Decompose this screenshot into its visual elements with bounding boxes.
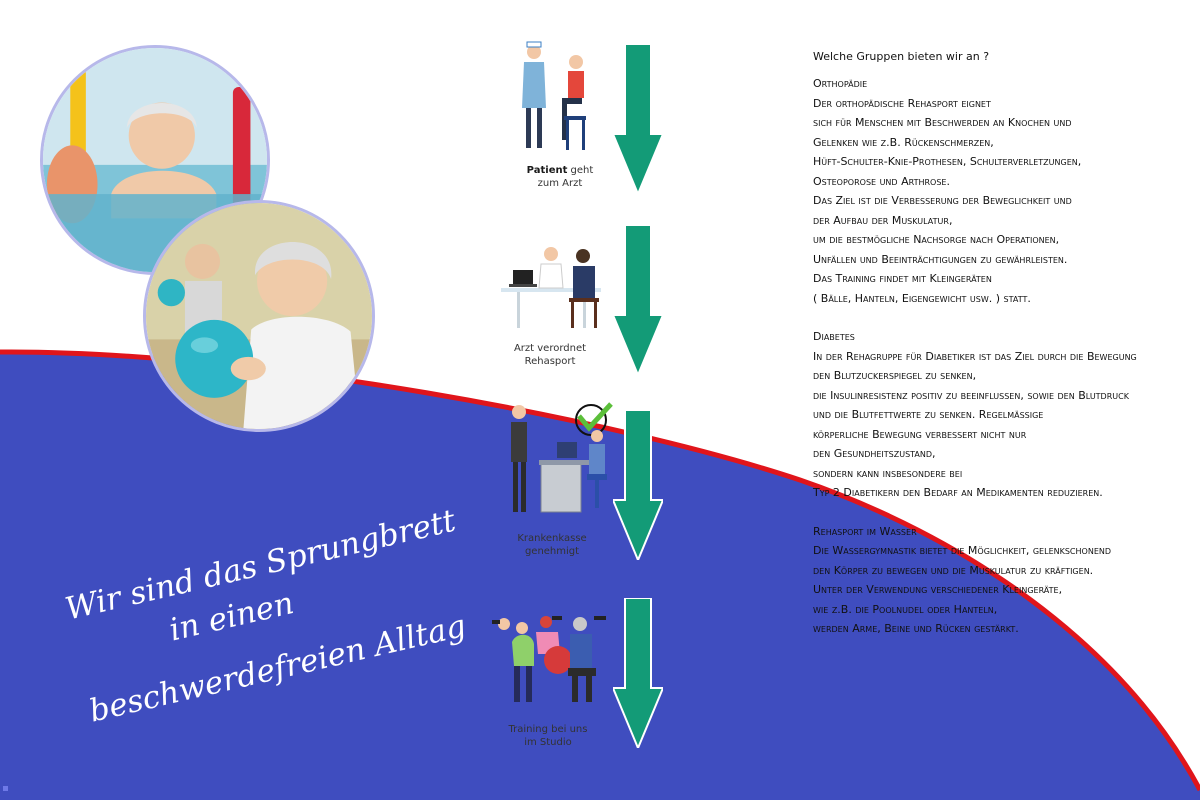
corner-marker: [3, 786, 8, 791]
step-caption-line2: im Studio: [524, 737, 572, 748]
section-line: In der Rehagruppe für Diabetiker ist das…: [813, 349, 1137, 363]
ball-training-illustration: [146, 203, 372, 429]
doctor-patient-icon: [522, 41, 586, 150]
groups-heading: Welche Gruppen bieten wir an ?: [813, 50, 990, 63]
section-line: sondern kann insbesondere bei: [813, 466, 963, 480]
step-caption-text: Training bei uns: [508, 724, 588, 735]
section-line: Osteoporose und Arthrose.: [813, 174, 950, 188]
section-line: Der orthopädische Rehasport eignet: [813, 96, 991, 110]
section-line: werden Arme, Beine und Rücken gestärkt.: [813, 622, 1019, 635]
section-orthopaedie: Orthopädie Der orthopädische Rehasport e…: [813, 74, 1193, 308]
section-line: körperliche Bewegung verbessert nicht nu…: [813, 427, 1027, 441]
step-caption-line2: genehmigt: [524, 546, 580, 557]
blue-wave: [0, 351, 1200, 800]
section-line: Die Wassergymnastik bietet die Möglichke…: [813, 544, 1112, 557]
section-line: und die Blutfettwerte zu senken. Regelmä…: [813, 408, 1044, 421]
down-arrow-icon: [613, 598, 663, 748]
step-caption-text: Krankenkasse: [517, 533, 587, 544]
section-line: Unfällen und Beeinträchtigungen zu gewäh…: [813, 252, 1068, 266]
step-caption-training: Training bei uns im Studio: [493, 723, 603, 749]
step-caption-line2: zum Arzt: [537, 178, 583, 189]
section-line: ( Bälle, Hanteln, Eigengewicht usw. ) st…: [813, 291, 1031, 305]
section-line: Gelenken wie z.B. Rückenschmerzen,: [813, 135, 994, 149]
photo-aqua-fitness: [40, 45, 270, 275]
groups-info: Welche Gruppen bieten wir an ? Orthopädi…: [813, 50, 1193, 658]
section-title: Orthopädie: [813, 77, 868, 90]
photo-ball-training: [143, 200, 375, 432]
section-title: Rehasport im Wasser: [813, 524, 917, 538]
section-line: Das Ziel ist die Verbesserung der Bewegl…: [813, 194, 1072, 207]
doctor-desk-icon: [501, 247, 601, 328]
step-caption-text: Arzt verordnet: [513, 343, 587, 354]
section-line: Hüft-Schulter-Knie-Prothesen, Schulterve…: [813, 155, 1082, 168]
section-line: sich für Menschen mit Beschwerden an Kno…: [813, 116, 1072, 129]
step-caption-patient: Patient geht zum Arzt: [505, 164, 615, 190]
down-arrow-icon: [613, 44, 663, 194]
step-caption-doctor: Arzt verordnet Rehasport: [495, 342, 605, 368]
step-caption-line2: Rehasport: [524, 356, 576, 367]
section-line: die Insulinresistenz positiv zu beeinflu…: [813, 388, 1129, 402]
step-caption-text: geht: [567, 165, 594, 176]
step-caption-insurance: Krankenkasse genehmigt: [497, 532, 607, 558]
step-caption-bold: Patient: [526, 165, 568, 176]
group-training-icon: [492, 616, 606, 702]
section-title: Diabetes: [813, 330, 855, 343]
section-line: Typ 2 Diabetikern den Bedarf an Medikame…: [813, 486, 1103, 499]
section-line: Unter der Verwendung verschiedener Klein…: [813, 583, 1063, 596]
section-line: den Gesundheitszustand,: [813, 447, 936, 460]
section-diabetes: Diabetes In der Rehagruppe für Diabetike…: [813, 327, 1193, 503]
section-wasser: Rehasport im Wasser Die Wassergymnastik …: [813, 522, 1193, 639]
section-line: Das Training findet mit Kleingeräten: [813, 272, 992, 285]
down-arrow-icon: [613, 410, 663, 560]
section-line: der Aufbau der Muskulatur,: [813, 213, 953, 227]
section-line: um die bestmögliche Nachsorge nach Opera…: [813, 233, 1060, 246]
insurance-approval-icon: [511, 402, 613, 513]
section-line: den Körper zu bewegen und die Muskulatur…: [813, 563, 1094, 577]
aqua-fitness-illustration: [43, 48, 267, 272]
section-line: wie z.B. die Poolnudel oder Hanteln,: [813, 602, 998, 616]
down-arrow-icon: [613, 225, 663, 375]
section-line: den Blutzuckerspiegel zu senken,: [813, 369, 977, 382]
